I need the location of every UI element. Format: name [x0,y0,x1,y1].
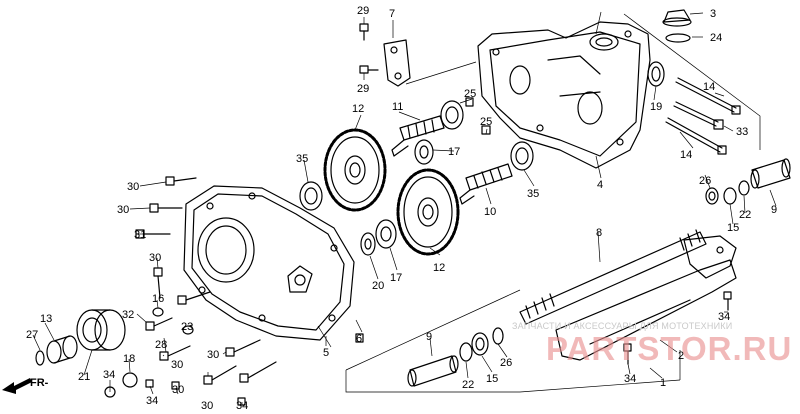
callout: 29 [357,5,369,17]
callout: 34 [718,311,730,323]
sleeve-9-upper [750,158,791,189]
callout: 26 [500,357,512,369]
callout: 27 [26,329,38,341]
bearing-upper [440,100,464,130]
callout: 10 [484,206,496,218]
callout: 35 [296,153,308,165]
axle-8 [519,229,707,325]
oil-seal-21 [76,309,126,351]
callout: 23 [181,321,193,333]
callout: 30 [201,400,213,412]
bracket-bolts [359,23,379,74]
collar-13 [46,335,78,364]
bearing-17-upper [414,139,434,165]
callout: 15 [486,373,498,385]
callout: 8 [596,227,602,239]
long-bolts [665,77,741,155]
callout: 30 [117,204,129,216]
callout: 15 [727,222,739,234]
callout: 34 [624,373,636,385]
callout: 12 [433,262,445,274]
callout: 25 [464,88,476,100]
callout: 1 [660,377,666,389]
circlip-27 [35,350,45,366]
callout: 4 [597,179,603,191]
callout: 33 [736,126,748,138]
callout: 35 [527,188,539,200]
gear-12-upper [323,128,387,212]
callout: 5 [323,347,329,359]
callout: 13 [40,313,52,325]
watermark-brand: PARTSTOR.RU [546,330,793,367]
callout: 24 [710,32,722,44]
dowel-pin [465,97,474,107]
callout: 29 [357,83,369,95]
callout: 30 [207,349,219,361]
callout: 2 [678,350,684,362]
callout: 30 [149,252,161,264]
callout: 31 [134,229,146,241]
callout: 17 [390,272,402,284]
callout: 16 [152,293,164,305]
bracket [383,39,411,87]
bearing-35-right [510,141,534,171]
rear-case [477,21,651,169]
callout: 22 [462,379,474,391]
small-parts-left [104,307,364,406]
bearing-17-lower [375,219,397,249]
callout: 9 [771,204,777,216]
callout: 17 [448,146,460,158]
gear-12-lower [396,168,460,256]
sleeve-9-lower [407,355,459,387]
oil-seal [647,61,665,87]
callout: 32 [122,309,134,321]
callout: 9 [426,331,432,343]
washers-lower [459,327,504,362]
o-ring [665,33,691,43]
callout: 12 [352,103,364,115]
callout: 7 [389,8,395,20]
stay-bolts [623,291,732,365]
callout: 22 [739,209,751,221]
stay-arm [555,235,737,361]
callout: 20 [372,280,384,292]
watermark-caption: ЗАПЧАСТИ И АКСЕССУАРЫ ДЛЯ МОТОТЕХНИКИ [512,321,733,331]
front-direction-arrow-icon: FR- [2,377,49,394]
direction-label: FR- [30,377,49,389]
washer-20 [360,232,376,256]
callout: 30 [172,384,184,396]
washers-upper-right [705,180,750,205]
callout: 25 [480,116,492,128]
cover-bolts [135,176,277,385]
callout: 3 [710,8,716,20]
callout: 28 [155,339,167,351]
callout: 14 [703,81,715,93]
callout: 26 [699,175,711,187]
callout: 30 [127,181,139,193]
shaft-11 [391,115,445,157]
callout: 34 [146,395,158,407]
callout: 30 [171,359,183,371]
callout: 34 [103,369,115,381]
assembly-guides [345,13,761,393]
callout: 19 [650,101,662,113]
callout: 14 [680,149,692,161]
leader-lines [32,11,777,405]
callout: 21 [78,371,90,383]
callout: 11 [392,101,403,113]
callout: 6 [356,333,362,345]
callout-labels: 3 24 7 29 29 4 19 14 33 14 25 25 11 12 1… [26,5,777,412]
bearing-35-left [299,181,323,211]
front-cover [183,185,355,341]
shaft-10 [459,163,513,205]
callout: 34 [236,400,248,412]
callout: 18 [123,353,135,365]
cap [662,9,692,27]
